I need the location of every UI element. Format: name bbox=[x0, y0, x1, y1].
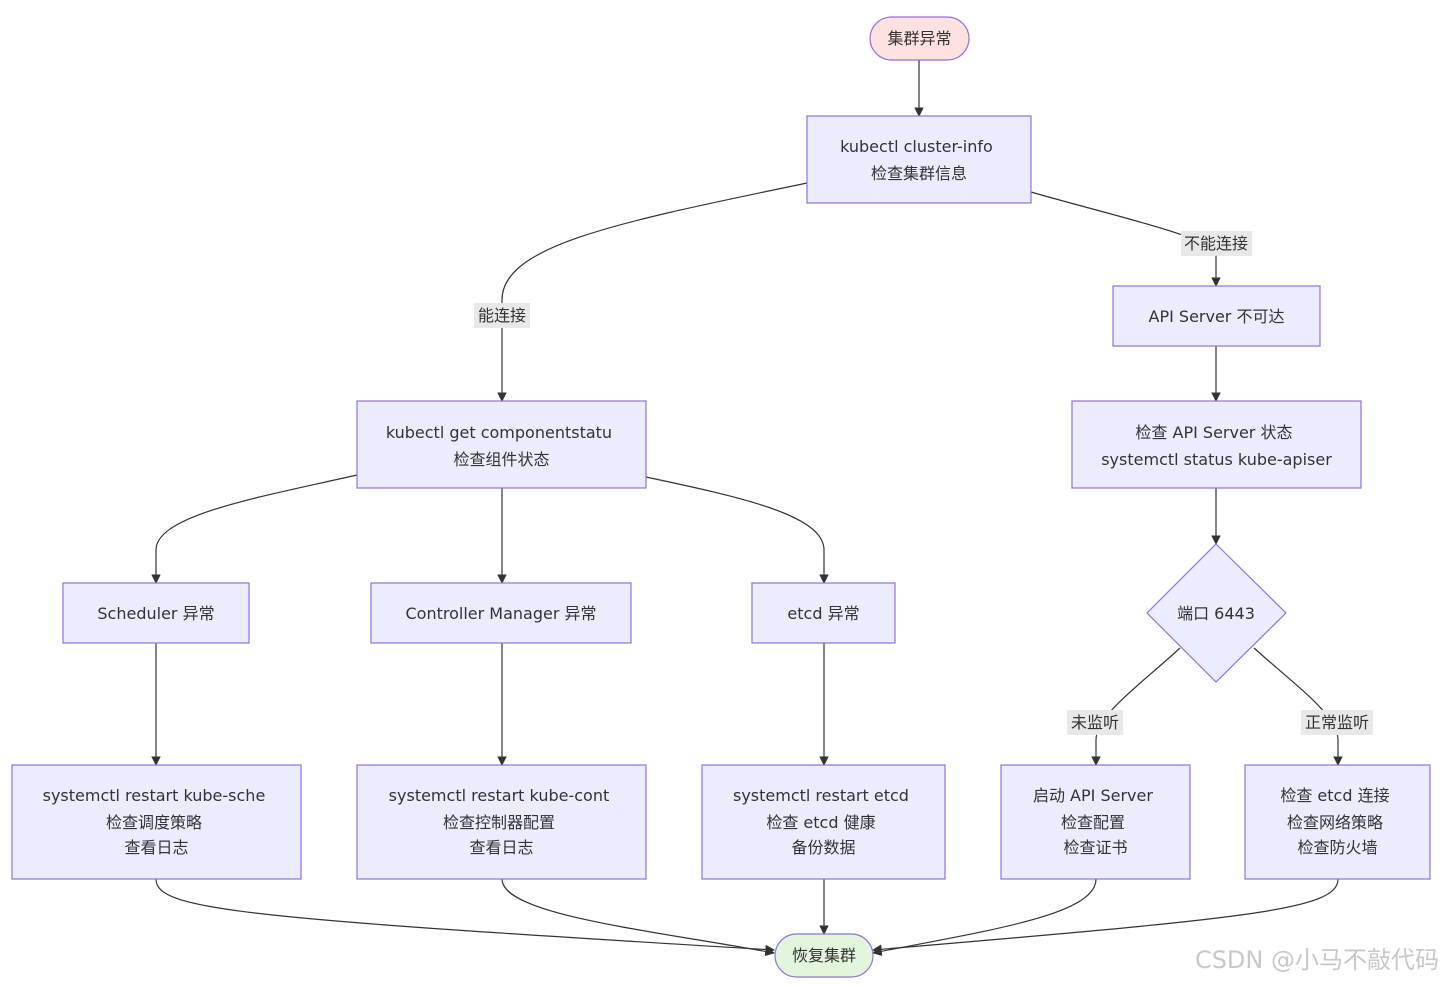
node-fix-scheduler-line: 检查调度策略 bbox=[106, 813, 202, 832]
node-check-etcd-conn-line: 检查 etcd 连接 bbox=[1280, 786, 1389, 805]
node-check-api-line: systemctl status kube-apiser bbox=[1101, 450, 1332, 469]
node-api-unreachable-text: API Server 不可达 bbox=[1149, 307, 1285, 326]
edges bbox=[151, 60, 1343, 957]
node-fix-controller-line: systemctl restart kube-cont bbox=[389, 786, 610, 805]
edge-label-cannot-connect: 不能连接 bbox=[1181, 231, 1252, 256]
edge-label-not-listening: 未监听 bbox=[1067, 710, 1123, 735]
edge-fix-controller-to-recover bbox=[501, 878, 775, 957]
node-check-etcd-conn: 检查 etcd 连接 检查网络策略 检查防火墙 bbox=[1244, 764, 1431, 880]
node-fix-controller-line: 查看日志 bbox=[469, 838, 533, 857]
edge-port-to-start-api bbox=[1091, 647, 1181, 766]
node-controller-line: Controller Manager 异常 bbox=[405, 604, 596, 623]
node-start-api-line: 启动 API Server bbox=[1033, 786, 1153, 805]
node-fix-controller-line: 检查控制器配置 bbox=[443, 813, 555, 832]
nodes: 集群异常 kubectl cluster-info 检查集群信息 API Ser… bbox=[11, 16, 1431, 978]
node-fix-controller: systemctl restart kube-cont 检查控制器配置 查看日志 bbox=[356, 764, 647, 880]
edge-componentstatus-to-etcd bbox=[645, 476, 829, 584]
edge-check-etcd-to-recover bbox=[872, 878, 1339, 955]
node-fix-scheduler-line: systemctl restart kube-sche bbox=[43, 786, 266, 805]
watermark: CSDN @小马不敲代码 bbox=[1194, 946, 1439, 974]
node-cluster-info: kubectl cluster-info 检查集群信息 bbox=[806, 115, 1032, 204]
node-fix-etcd: systemctl restart etcd 检查 etcd 健康 备份数据 bbox=[701, 764, 946, 880]
node-fix-scheduler: systemctl restart kube-sche 检查调度策略 查看日志 bbox=[11, 764, 302, 880]
edge-label-can-connect: 能连接 bbox=[474, 303, 530, 328]
node-scheduler-text: Scheduler 异常 bbox=[97, 604, 214, 623]
node-fix-etcd-line: 备份数据 bbox=[791, 838, 855, 857]
edge-label-cannot-connect-text: 不能连接 bbox=[1184, 234, 1248, 253]
node-check-etcd-conn-line: 检查防火墙 bbox=[1297, 838, 1377, 857]
edge-cluster-info-to-componentstatus bbox=[497, 182, 808, 402]
node-componentstatus: kubectl get componentstatu 检查组件状态 bbox=[356, 400, 647, 489]
node-recover: 恢复集群 bbox=[774, 933, 874, 978]
node-start: 集群异常 bbox=[869, 16, 970, 61]
edge-label-not-listening-text: 未监听 bbox=[1071, 713, 1119, 732]
node-port-text: 端口 6443 bbox=[1177, 604, 1255, 623]
node-etcd-text: etcd 异常 bbox=[787, 604, 859, 623]
node-api-unreachable: API Server 不可达 bbox=[1112, 285, 1321, 347]
node-controller: Controller Manager 异常 bbox=[370, 582, 632, 644]
node-cluster-info-line: kubectl cluster-info bbox=[840, 137, 993, 156]
node-fix-etcd-line: 检查 etcd 健康 bbox=[766, 813, 875, 832]
node-check-api: 检查 API Server 状态 systemctl status kube-a… bbox=[1071, 400, 1362, 489]
node-componentstatus-text: kubectl get componentstatu 检查组件状态 bbox=[386, 423, 617, 469]
edge-fix-scheduler-to-recover bbox=[155, 878, 775, 955]
edge-labels: 能连接 不能连接 未监听 正常监听 bbox=[474, 231, 1373, 735]
node-api-unreachable-line: API Server 不可达 bbox=[1149, 307, 1285, 326]
edge-port-to-check-etcd bbox=[1253, 647, 1343, 766]
node-etcd: etcd 异常 bbox=[751, 582, 896, 644]
edge-componentstatus-to-scheduler bbox=[151, 474, 358, 584]
node-port-line: 端口 6443 bbox=[1177, 604, 1255, 623]
node-check-api-text: 检查 API Server 状态 systemctl status kube-a… bbox=[1101, 423, 1332, 469]
node-recover-text: 恢复集群 bbox=[792, 946, 856, 965]
node-recover-line: 恢复集群 bbox=[792, 946, 856, 965]
edge-start-api-to-recover bbox=[872, 878, 1097, 957]
node-cluster-info-text: kubectl cluster-info 检查集群信息 bbox=[840, 137, 998, 183]
node-fix-etcd-line: systemctl restart etcd bbox=[733, 786, 909, 805]
node-port: 端口 6443 bbox=[1146, 543, 1287, 683]
edge-label-listening-text: 正常监听 bbox=[1305, 713, 1369, 732]
node-fix-scheduler-text: systemctl restart kube-sche 检查调度策略 查看日志 bbox=[43, 786, 271, 857]
node-scheduler: Scheduler 异常 bbox=[62, 582, 250, 644]
node-check-etcd-conn-line: 检查网络策略 bbox=[1287, 813, 1383, 832]
node-scheduler-line: Scheduler 异常 bbox=[97, 604, 214, 623]
node-start-api: 启动 API Server 检查配置 检查证书 bbox=[1000, 764, 1191, 880]
node-check-etcd-conn-text: 检查 etcd 连接 检查网络策略 检查防火墙 bbox=[1280, 786, 1394, 857]
node-fix-controller-text: systemctl restart kube-cont 检查控制器配置 查看日志 bbox=[389, 786, 615, 857]
node-start-api-text: 启动 API Server 检查配置 检查证书 bbox=[1033, 786, 1158, 857]
edge-label-listening: 正常监听 bbox=[1301, 710, 1373, 735]
node-fix-etcd-text: systemctl restart etcd 检查 etcd 健康 备份数据 bbox=[733, 786, 914, 857]
node-controller-text: Controller Manager 异常 bbox=[405, 604, 596, 623]
node-start-line: 集群异常 bbox=[887, 29, 951, 48]
node-check-api-line: 检查 API Server 状态 bbox=[1135, 423, 1292, 442]
node-cluster-info-line: 检查集群信息 bbox=[871, 164, 967, 183]
node-componentstatus-line: 检查组件状态 bbox=[453, 450, 549, 469]
node-fix-scheduler-line: 查看日志 bbox=[124, 838, 188, 857]
edge-label-can-connect-text: 能连接 bbox=[478, 306, 526, 325]
node-start-api-line: 检查证书 bbox=[1063, 838, 1127, 857]
node-start-api-line: 检查配置 bbox=[1061, 813, 1125, 832]
node-componentstatus-line: kubectl get componentstatu bbox=[386, 423, 612, 442]
node-etcd-line: etcd 异常 bbox=[787, 604, 859, 623]
node-start-text: 集群异常 bbox=[887, 29, 951, 48]
